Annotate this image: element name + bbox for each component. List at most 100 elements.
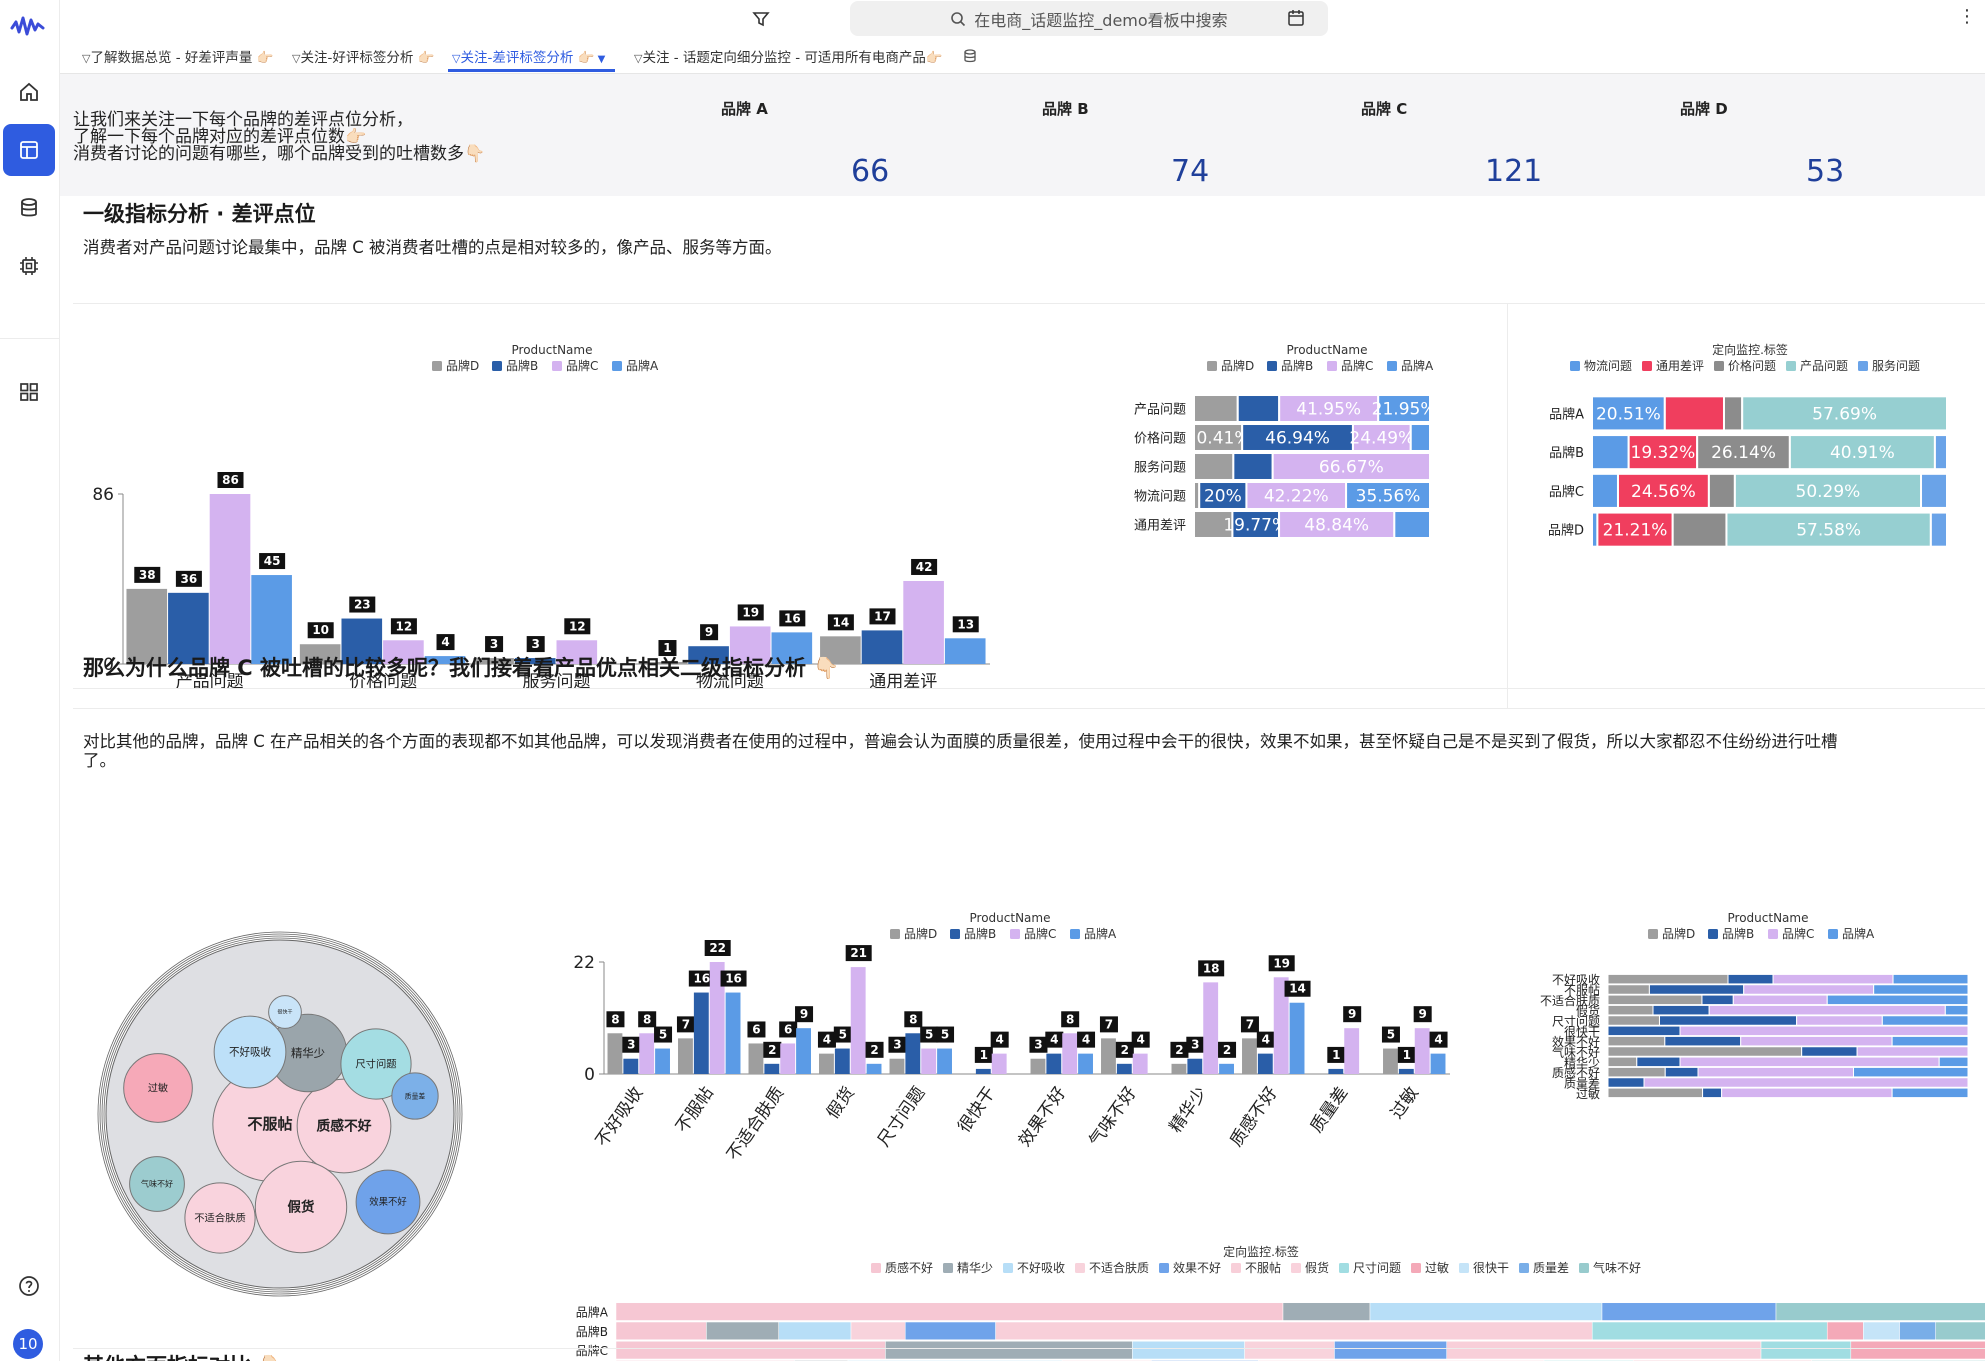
stacked-segment[interactable] <box>1607 1025 1681 1037</box>
stacked-segment[interactable] <box>1727 973 1774 985</box>
stacked-segment[interactable] <box>615 1321 707 1340</box>
bar[interactable] <box>1203 982 1219 1074</box>
stacked-segment[interactable] <box>1231 510 1281 539</box>
stacked-segment[interactable] <box>1722 395 1744 432</box>
bar[interactable] <box>861 630 903 664</box>
stacked-segment[interactable] <box>1591 1321 1828 1340</box>
stacked-segment[interactable] <box>1377 394 1431 423</box>
stacked-segment[interactable] <box>1607 973 1729 985</box>
stacked-segment[interactable] <box>1607 984 1650 995</box>
legend-label[interactable]: 品牌D <box>1662 927 1695 941</box>
bar[interactable] <box>1132 1053 1148 1074</box>
tab-topic-monitor[interactable]: ▽关注 - 话题定向细分监控 - 可适用所有电商产品👉🏻 <box>634 46 943 72</box>
legend-label[interactable]: 品牌A <box>1842 927 1875 941</box>
bubble[interactable] <box>184 1182 256 1254</box>
stacked-segment[interactable] <box>1132 1341 1245 1360</box>
bubble[interactable] <box>129 1156 185 1212</box>
bar[interactable] <box>299 644 341 664</box>
stacked-segment[interactable] <box>1743 984 1875 995</box>
stacked-segment[interactable] <box>1607 1035 1666 1047</box>
bar[interactable] <box>709 962 725 1074</box>
stacked-segment[interactable] <box>1607 1077 1645 1088</box>
database-icon[interactable] <box>3 182 55 234</box>
bar[interactable] <box>1219 1063 1234 1074</box>
stacked-segment[interactable] <box>1732 994 1828 1006</box>
stacked-segment[interactable] <box>1856 1046 1969 1057</box>
bar[interactable] <box>991 1053 1007 1074</box>
stacked-segment[interactable] <box>1278 394 1380 423</box>
stacked-segment[interactable] <box>1733 472 1923 509</box>
stacked-segment[interactable] <box>1607 1087 1704 1099</box>
user-avatar-badge[interactable]: 10 <box>13 1329 43 1359</box>
more-menu-icon[interactable]: ⋮ <box>1958 6 1976 27</box>
bar[interactable] <box>937 1048 952 1074</box>
stacked-segment[interactable] <box>1282 1302 1371 1321</box>
bar[interactable] <box>1430 1053 1446 1074</box>
bar[interactable] <box>1344 1028 1360 1074</box>
stacked-segment[interactable] <box>1708 1004 1946 1016</box>
tab-positive-tags[interactable]: ▽关注-好评标签分析 👉🏻 <box>292 46 434 72</box>
legend-label[interactable]: 不好吸收 <box>1017 1261 1065 1275</box>
bar[interactable] <box>251 575 292 664</box>
stacked-segment[interactable] <box>1607 1046 1803 1057</box>
stacked-segment[interactable] <box>1658 1015 1798 1026</box>
bar[interactable] <box>725 992 741 1074</box>
stacked-segment[interactable] <box>1920 472 1948 509</box>
stacked-segment[interactable] <box>1648 984 1745 995</box>
bar[interactable] <box>424 656 466 664</box>
stacked-segment[interactable] <box>1873 984 1969 995</box>
bar[interactable] <box>126 588 168 664</box>
legend-label[interactable]: 质感不好 <box>885 1260 933 1275</box>
bar[interactable] <box>820 636 861 664</box>
dashboard-search[interactable]: 在电商_话题监控_demo看板中搜索 <box>850 1 1328 36</box>
stacked-segment[interactable] <box>1663 395 1725 432</box>
legend-label[interactable]: 服务问题 <box>1872 358 1920 373</box>
stacked-segment[interactable] <box>1863 1321 1900 1340</box>
legend-label[interactable]: 品牌B <box>506 359 538 373</box>
stacked-segment[interactable] <box>1701 994 1734 1006</box>
bar[interactable] <box>1328 1068 1344 1074</box>
bar[interactable] <box>1116 1063 1132 1074</box>
stacked-segment[interactable] <box>1607 1004 1654 1016</box>
bar[interactable] <box>341 618 383 664</box>
bar[interactable] <box>473 658 514 664</box>
bar[interactable] <box>209 494 251 664</box>
stacked-segment[interactable] <box>1446 1341 1762 1360</box>
stacked-segment[interactable] <box>1850 1341 1985 1360</box>
database-icon[interactable] <box>962 48 978 64</box>
bar[interactable] <box>1030 1058 1046 1074</box>
stacked-segment[interactable] <box>1853 1066 1969 1078</box>
bar[interactable] <box>780 1043 796 1074</box>
caret-down-icon[interactable]: ▼ <box>594 54 606 65</box>
chip-icon[interactable] <box>3 240 55 292</box>
stacked-segment[interactable] <box>1721 1087 1893 1099</box>
stacked-segment[interactable] <box>615 1341 886 1360</box>
stacked-segment[interactable] <box>1788 434 1936 471</box>
bar[interactable] <box>866 1063 882 1074</box>
bar[interactable] <box>1171 1063 1187 1074</box>
bar[interactable] <box>771 632 813 664</box>
stacked-segment[interactable] <box>1591 395 1666 432</box>
bar[interactable] <box>834 1048 850 1074</box>
stacked-segment[interactable] <box>1929 511 1949 548</box>
apps-grid-icon[interactable] <box>3 366 55 418</box>
stacked-segment[interactable] <box>1891 1035 1969 1047</box>
stacked-segment[interactable] <box>1607 1056 1638 1068</box>
stacked-segment[interactable] <box>1369 1302 1603 1321</box>
bar[interactable] <box>168 592 209 664</box>
stacked-segment[interactable] <box>1591 472 1619 509</box>
calendar-icon[interactable] <box>1286 8 1306 28</box>
stacked-segment[interactable] <box>885 1341 1133 1360</box>
bar[interactable] <box>975 1068 991 1074</box>
tab-negative-tags[interactable]: ▽关注-差评标签分析 👉🏻 ▼ <box>448 46 616 72</box>
bar[interactable] <box>1046 1053 1062 1074</box>
stacked-segment[interactable] <box>1702 1087 1723 1099</box>
bar[interactable] <box>623 1058 639 1074</box>
help-icon[interactable] <box>3 1260 55 1312</box>
stacked-segment[interactable] <box>1643 1077 1969 1088</box>
bar[interactable] <box>1414 1028 1430 1074</box>
legend-label[interactable]: 气味不好 <box>1593 1260 1641 1275</box>
stacked-segment[interactable] <box>1601 1302 1777 1321</box>
stacked-segment[interactable] <box>1271 452 1431 481</box>
home-icon[interactable] <box>3 66 55 118</box>
